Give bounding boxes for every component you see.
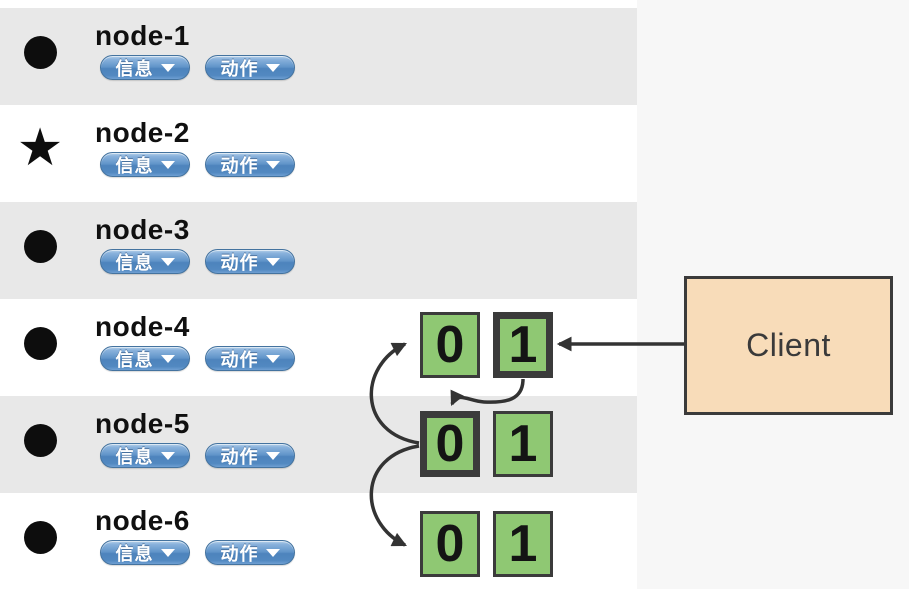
dropdown-caret-icon [160, 548, 175, 557]
node-list: node-1 信息 动作 ★ node-2 [0, 8, 637, 589]
bit-value: 1 [508, 515, 538, 573]
info-dropdown-button[interactable]: 信息 [100, 540, 190, 565]
node-title: node-1 [95, 20, 190, 51]
action-dropdown-button[interactable]: 动作 [205, 55, 295, 80]
icon-cell [0, 424, 80, 457]
bit-value: 1 [508, 415, 538, 473]
action-dropdown-button[interactable]: 动作 [205, 346, 295, 371]
bit-box-row1-cell1: 0 [420, 312, 480, 378]
node-row-2[interactable]: ★ node-2 信息 动作 [0, 105, 637, 202]
dropdown-caret-icon [160, 63, 175, 72]
bit-value: 0 [435, 316, 465, 374]
node-row-1[interactable]: node-1 信息 动作 [0, 8, 637, 105]
info-button-label: 信息 [115, 58, 154, 79]
info-button-label: 信息 [115, 252, 154, 273]
dropdown-caret-icon [265, 63, 280, 72]
node-buttons: 信息 动作 [100, 346, 295, 371]
node-buttons: 信息 动作 [100, 55, 295, 80]
info-dropdown-button[interactable]: 信息 [100, 249, 190, 274]
icon-cell [0, 230, 80, 263]
info-button-label: 信息 [115, 543, 154, 564]
info-button-label: 信息 [115, 446, 154, 467]
bit-box-row2-cell2: 1 [493, 411, 553, 477]
action-dropdown-button[interactable]: 动作 [205, 152, 295, 177]
node-row-content: node-5 信息 动作 [95, 409, 295, 468]
dropdown-caret-icon [265, 548, 280, 557]
node-title: node-2 [95, 117, 190, 148]
node-title: node-3 [95, 214, 190, 245]
dropdown-caret-icon [265, 354, 280, 363]
node-buttons: 信息 动作 [100, 443, 295, 468]
node-row-content: node-1 信息 动作 [95, 21, 295, 80]
node-row-content: node-2 信息 动作 [95, 118, 295, 177]
bit-value: 0 [435, 515, 465, 573]
node-title: node-5 [95, 408, 190, 439]
info-dropdown-button[interactable]: 信息 [100, 443, 190, 468]
dropdown-caret-icon [265, 257, 280, 266]
bit-box-row3-cell1: 0 [420, 511, 480, 577]
node-buttons: 信息 动作 [100, 152, 295, 177]
info-dropdown-button[interactable]: 信息 [100, 55, 190, 80]
icon-cell [0, 36, 80, 69]
action-button-label: 动作 [220, 252, 259, 273]
action-dropdown-button[interactable]: 动作 [205, 249, 295, 274]
node-buttons: 信息 动作 [100, 540, 295, 565]
black-circle-icon [23, 327, 57, 360]
black-circle-icon [23, 36, 57, 69]
dropdown-caret-icon [160, 160, 175, 169]
action-button-label: 动作 [220, 155, 259, 176]
black-circle-icon [23, 230, 57, 263]
icon-cell [0, 521, 80, 554]
black-circle-icon [23, 521, 57, 554]
bit-box-row2-cell1: 0 [420, 411, 480, 477]
node-row-3[interactable]: node-3 信息 动作 [0, 202, 637, 299]
action-button-label: 动作 [220, 543, 259, 564]
info-button-label: 信息 [115, 349, 154, 370]
action-dropdown-button[interactable]: 动作 [205, 443, 295, 468]
bit-value: 0 [435, 415, 465, 473]
icon-cell [0, 327, 80, 360]
node-title: node-6 [95, 505, 190, 536]
dropdown-caret-icon [160, 257, 175, 266]
info-button-label: 信息 [115, 155, 154, 176]
dropdown-caret-icon [265, 451, 280, 460]
node-title: node-4 [95, 311, 190, 342]
dropdown-caret-icon [160, 451, 175, 460]
node-row-content: node-6 信息 动作 [95, 506, 295, 565]
info-dropdown-button[interactable]: 信息 [100, 346, 190, 371]
bit-value: 1 [508, 316, 538, 374]
black-circle-icon [23, 424, 57, 457]
client-label: Client [746, 327, 831, 363]
info-dropdown-button[interactable]: 信息 [100, 152, 190, 177]
action-button-label: 动作 [220, 446, 259, 467]
bit-box-row3-cell2: 1 [493, 511, 553, 577]
bit-box-row1-cell2: 1 [493, 312, 553, 378]
client-box: Client [684, 276, 893, 415]
action-dropdown-button[interactable]: 动作 [205, 540, 295, 565]
node-row-content: node-3 信息 动作 [95, 215, 295, 274]
black-star-icon: ★ [16, 118, 64, 177]
node-buttons: 信息 动作 [100, 249, 295, 274]
dropdown-caret-icon [265, 160, 280, 169]
action-button-label: 动作 [220, 349, 259, 370]
dropdown-caret-icon [160, 354, 175, 363]
action-button-label: 动作 [220, 58, 259, 79]
icon-cell: ★ [0, 118, 80, 177]
node-row-content: node-4 信息 动作 [95, 312, 295, 371]
